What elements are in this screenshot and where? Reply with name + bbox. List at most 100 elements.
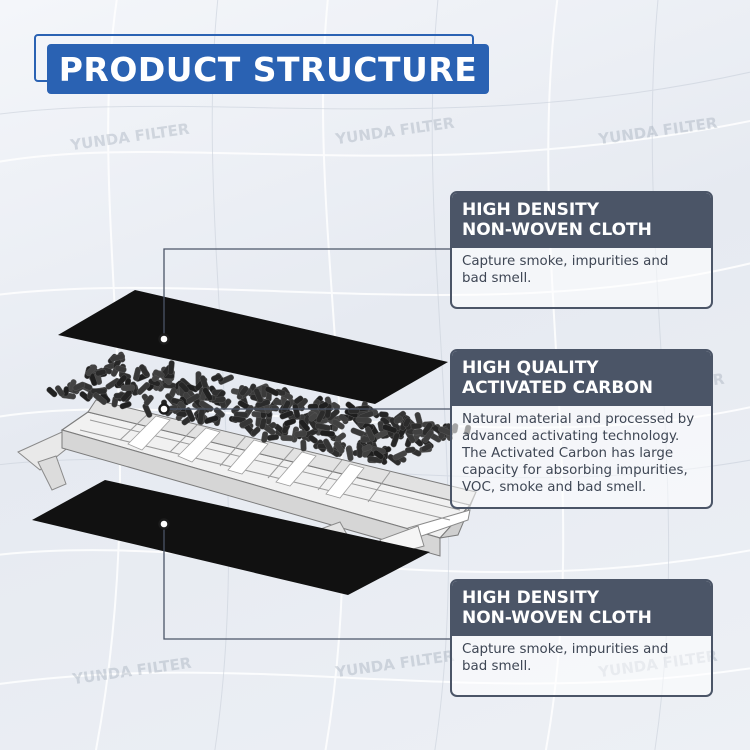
carbon-pellet: [373, 449, 384, 460]
carbon-pellet: [365, 426, 376, 442]
carbon-pellet: [259, 417, 267, 430]
carbon-pellet: [133, 366, 142, 381]
page-title: PRODUCT STRUCTURE: [47, 44, 489, 94]
card-heading-line: NON-WOVEN CLOTH: [462, 608, 652, 628]
carbon-pellet: [95, 369, 107, 377]
carbon-pellet: [138, 364, 150, 378]
carbon-pellet: [292, 403, 301, 419]
carbon-pellet: [115, 374, 128, 387]
carbon-pellet: [333, 441, 345, 454]
leader-line-bottom: [163, 524, 450, 640]
carbon-pellet: [153, 369, 165, 379]
layer-card-bottom-cloth: HIGH DENSITY NON-WOVEN CLOTH Capture smo…: [450, 579, 713, 697]
carbon-pellet: [409, 423, 422, 430]
card-description-line: Capture smoke, impurities and: [462, 642, 669, 657]
carbon-pellet: [143, 394, 154, 406]
carbon-pellet: [293, 430, 308, 438]
carbon-pellet: [322, 438, 334, 454]
card-description: Capture smoke, impurities and bad smell.: [452, 636, 711, 681]
carbon-pellet: [308, 412, 318, 422]
carbon-pellet: [136, 382, 150, 395]
card-heading-line: ACTIVATED CARBON: [462, 378, 653, 398]
carbon-pellet: [404, 446, 416, 454]
carbon-pellet: [253, 387, 264, 404]
carbon-pellet: [92, 392, 108, 405]
carbon-pellet: [218, 374, 234, 385]
carbon-pellet: [402, 417, 411, 428]
card-description: Capture smoke, impurities and bad smell.: [452, 248, 711, 293]
card-description: Natural material and processed by advanc…: [452, 406, 711, 502]
card-description-line: bad smell.: [462, 659, 532, 674]
carbon-pellet: [202, 387, 213, 401]
layer-card-top-cloth: HIGH DENSITY NON-WOVEN CLOTH Capture smo…: [450, 191, 713, 309]
top-cloth-sheet: [58, 290, 448, 404]
carbon-pellet: [85, 364, 98, 377]
card-description-line: VOC, smoke and bad smell.: [462, 480, 647, 495]
layer-card-activated-carbon: HIGH QUALITY ACTIVATED CARBON Natural ma…: [450, 349, 713, 509]
carbon-pellet: [331, 419, 345, 430]
bottom-cloth-sheet: [32, 480, 430, 595]
carbon-pellet: [90, 388, 107, 395]
card-description-line: Natural material and processed by: [462, 412, 695, 427]
carbon-pellet: [120, 384, 136, 391]
marker-dot-bottom: [158, 518, 170, 530]
carbon-pellet: [393, 415, 403, 425]
leader-line-top: [163, 248, 450, 338]
card-description-line: capacity for absorbing impurities,: [462, 463, 688, 478]
carbon-pellet: [326, 408, 340, 422]
carbon-pellet: [421, 443, 432, 453]
carbon-pellet: [412, 428, 424, 436]
carbon-pellet: [280, 434, 294, 442]
carbon-pellet: [300, 439, 307, 452]
carbon-pellet: [211, 373, 222, 382]
card-heading-line: HIGH DENSITY: [462, 200, 600, 220]
carbon-pellet: [72, 381, 86, 391]
marker-dot-top: [158, 333, 170, 345]
carbon-pellet: [46, 386, 58, 398]
carbon-pellet: [79, 391, 92, 402]
carbon-pellet: [378, 411, 389, 418]
carbon-pellet: [338, 414, 348, 423]
carbon-pellet: [390, 432, 400, 448]
carbon-pellet: [185, 393, 201, 404]
marker-dot-middle: [158, 403, 170, 415]
carbon-pellet: [382, 424, 398, 434]
activated-carbon-pellets: [46, 351, 472, 466]
card-description-line: bad smell.: [462, 271, 532, 286]
carbon-pellet: [167, 360, 175, 375]
carbon-pellet: [422, 429, 434, 443]
carbon-pellet: [283, 418, 297, 427]
carbon-pellet: [54, 385, 65, 397]
carbon-pellet: [250, 426, 261, 437]
carbon-pellet: [239, 385, 249, 397]
card-heading-line: HIGH QUALITY: [462, 358, 599, 378]
carbon-pellet: [293, 395, 304, 405]
title-banner: PRODUCT STRUCTURE: [34, 34, 494, 94]
carbon-pellet: [319, 429, 336, 438]
card-heading-line: HIGH DENSITY: [462, 588, 600, 608]
carbon-pellet: [315, 409, 326, 423]
card-heading-line: NON-WOVEN CLOTH: [462, 220, 652, 240]
carbon-pellet: [355, 416, 372, 424]
card-description-line: The Activated Carbon has large: [462, 446, 674, 461]
carbon-pellet: [315, 422, 331, 431]
card-description-line: Capture smoke, impurities and: [462, 254, 669, 269]
carbon-pellet: [266, 434, 280, 441]
card-heading: HIGH QUALITY ACTIVATED CARBON: [452, 351, 711, 406]
carbon-pellet: [318, 401, 329, 410]
card-description-line: advanced activating technology.: [462, 429, 680, 444]
carbon-pellet: [307, 434, 318, 444]
carbon-pellet: [119, 401, 132, 410]
carbon-pellet: [298, 419, 310, 432]
carbon-pellet: [110, 353, 126, 362]
card-heading: HIGH DENSITY NON-WOVEN CLOTH: [452, 581, 711, 636]
carbon-pellet: [264, 386, 280, 397]
carbon-pellet: [345, 445, 354, 462]
filter-frame: [17, 399, 477, 557]
card-heading: HIGH DENSITY NON-WOVEN CLOTH: [452, 193, 711, 248]
carbon-pellet: [178, 381, 190, 393]
carbon-pellet: [114, 365, 127, 373]
carbon-pellet: [361, 444, 373, 452]
carbon-pellet: [239, 418, 253, 428]
